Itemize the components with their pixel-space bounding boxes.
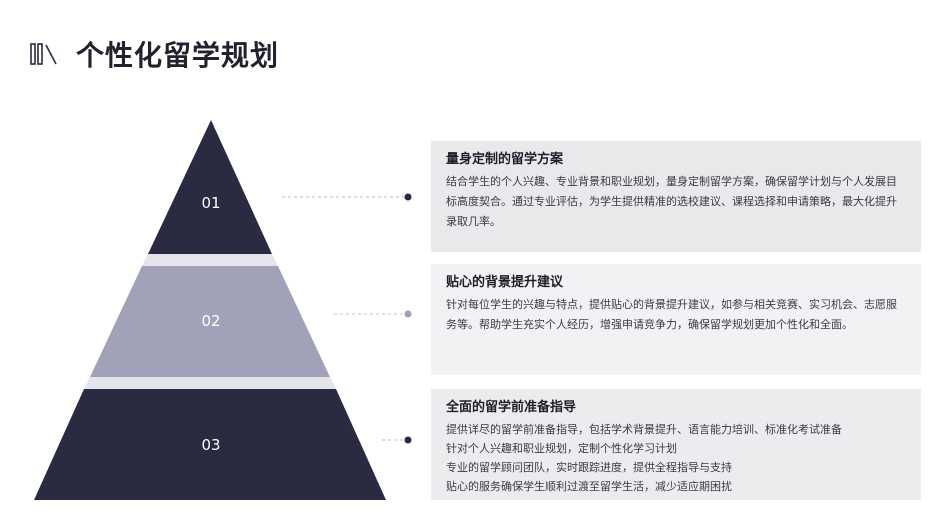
- tier-1-card: 量身定制的留学方案 结合学生的个人兴趣、专业背景和职业规划，量身定制留学方案，确…: [431, 141, 921, 252]
- pyramid-tier-2: [90, 266, 330, 377]
- tier-3-line: 贴心的服务确保学生顺利过渡至留学生活，减少适应期困扰: [446, 480, 732, 493]
- tier-3-title: 全面的留学前准备指导: [446, 400, 577, 415]
- connector-3-dot: [404, 436, 412, 444]
- tier-2-number: 02: [201, 312, 220, 330]
- pyramid-gap-2: [84, 377, 336, 389]
- tier-2-body: 针对每位学生的兴趣与特点，提供贴心的背景提升建议，如参与相关竞赛、实习机会、志愿…: [446, 298, 897, 331]
- page-title: 个性化留学规划: [76, 39, 280, 72]
- pyramid-tier-1: [148, 120, 272, 254]
- tier-3-line: 提供详尽的留学前准备指导，包括学术背景提升、语言能力培训、标准化考试准备: [446, 423, 842, 436]
- books-icon: [30, 43, 57, 65]
- tier-2-title: 贴心的背景提升建议: [446, 275, 564, 290]
- tier-3-card: 全面的留学前准备指导 提供详尽的留学前准备指导，包括学术背景提升、语言能力培训、…: [431, 389, 921, 500]
- connector-1-dot: [404, 193, 412, 201]
- pyramid-gap-1: [142, 254, 278, 266]
- tier-1-body: 结合学生的个人兴趣、专业背景和职业规划，量身定制留学方案，确保留学计划与个人发展…: [446, 175, 897, 228]
- tier-2-card: 贴心的背景提升建议 针对每位学生的兴趣与特点，提供贴心的背景提升建议，如参与相关…: [431, 264, 921, 375]
- tier-1-title: 量身定制的留学方案: [446, 152, 564, 167]
- connector-2-dot: [404, 310, 412, 318]
- pyramid-tier-3: [34, 389, 386, 500]
- header: 个性化留学规划: [30, 34, 279, 74]
- tier-3-line: 专业的留学顾问团队，实时跟踪进度，提供全程指导与支持: [446, 461, 732, 474]
- tier-1-number: 01: [201, 194, 220, 212]
- tier-3-line: 针对个人兴趣和职业规划，定制个性化学习计划: [446, 442, 677, 455]
- tier-3-number: 03: [201, 436, 220, 454]
